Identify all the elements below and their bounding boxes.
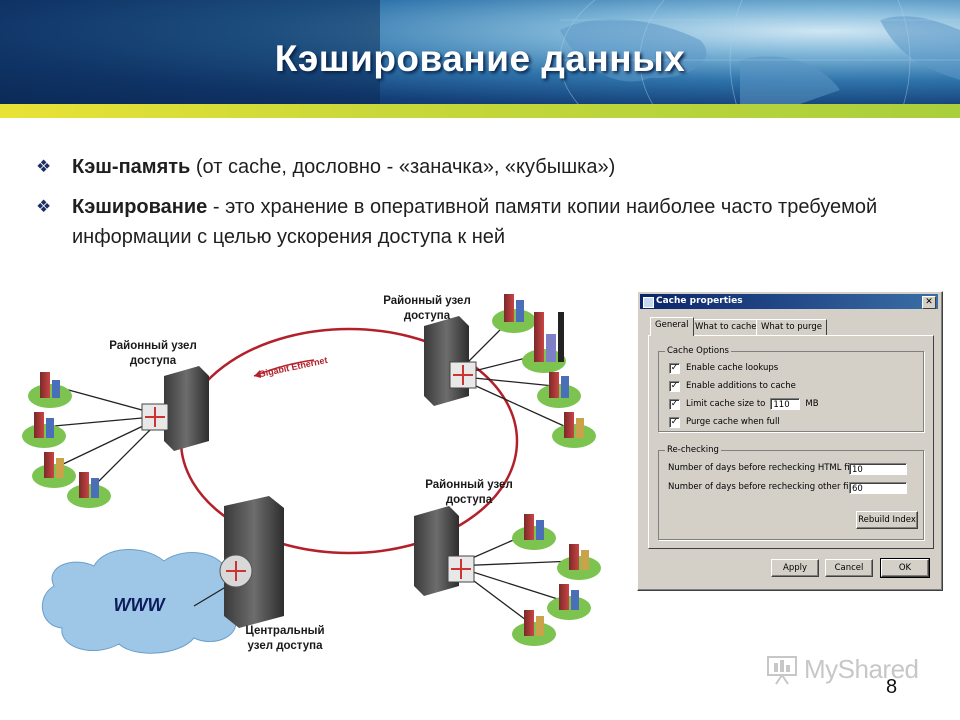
diamond-bullet-icon: ❖ [36,157,52,176]
buildings-bottom-right [512,514,601,646]
other-days-row: Number of days before rechecking other f… [668,480,861,494]
cancel-button[interactable]: Cancel [825,559,873,577]
tab-general[interactable]: General [650,317,694,336]
network-diagram: Gigabit Ethernet WWW [22,294,601,654]
bullet-term: Кэширование [72,196,208,218]
buildings-left [22,372,111,508]
other-days-input[interactable]: 60 [849,482,907,494]
enable-additions-label: Enable additions to cache [686,381,796,391]
limit-size-label: Limit cache size to [686,399,766,409]
presentation-icon [767,655,797,685]
ok-button[interactable]: OK [880,558,930,578]
cloud-label: WWW [114,595,167,615]
cache-properties-dialog: Cache properties ✕ General What to cache… [637,291,943,591]
server-bottom-right [414,506,475,596]
enable-additions-checkbox[interactable]: ✓ [669,380,680,392]
enable-lookups-label: Enable cache lookups [686,363,779,373]
bullet-term: Кэш-память [72,156,191,178]
rebuild-index-button[interactable]: Rebuild Index [856,511,918,529]
watermark: MyShared [766,654,919,685]
title-banner: Кэширование данных [0,0,960,104]
limit-size-row[interactable]: ✓ Limit cache size to 110 MB [669,397,819,411]
general-tab-panel: Cache Options ✓ Enable cache lookups ✓ E… [648,335,934,549]
rechecking-label: Re-checking [665,444,721,456]
bullet-caching: ❖ Кэширование - это хранение в оперативн… [36,192,922,252]
www-cloud: WWW [41,549,251,654]
window-icon [643,297,654,308]
limit-size-input[interactable]: 110 [770,398,801,410]
enable-lookups-row[interactable]: ✓ Enable cache lookups [669,361,778,375]
cache-options-group: Cache Options [658,345,924,432]
html-days-row: Number of days before rechecking HTML fi… [668,461,862,475]
html-days-label: Number of days before rechecking HTML fi… [668,463,862,473]
tab-what-to-purge[interactable]: What to purge [756,319,828,335]
dialog-title: Cache properties [656,296,743,306]
server-central [219,496,284,628]
purge-when-full-label: Purge cache when full [686,417,780,427]
page-number: 8 [886,676,898,698]
buildings-top-right [492,294,596,448]
close-icon[interactable]: ✕ [922,296,936,309]
rechecking-group: Re-checking [658,444,924,540]
other-days-label: Number of days before rechecking other f… [668,482,861,492]
enable-lookups-checkbox[interactable]: ✓ [669,362,680,374]
apply-button[interactable]: Apply [771,559,819,577]
bullet-text: (от cache, дословно - «заначка», «кубышк… [190,156,616,178]
slide-title: Кэширование данных [274,38,686,79]
dialog-titlebar[interactable]: Cache properties ✕ [640,294,938,309]
tab-what-to-cache[interactable]: What to cache [690,319,762,335]
limit-unit-label: MB [805,399,819,409]
bullet-text: - это хранение в оперативной памяти копи… [72,196,878,248]
diamond-bullet-icon: ❖ [36,197,52,216]
ring-label: Gigabit Ethernet [258,355,329,379]
html-days-input[interactable]: 10 [849,463,907,475]
purge-when-full-row[interactable]: ✓ Purge cache when full [669,415,780,429]
enable-additions-row[interactable]: ✓ Enable additions to cache [669,379,796,393]
title-stripe [0,104,960,118]
limit-size-checkbox[interactable]: ✓ [669,398,680,410]
purge-when-full-checkbox[interactable]: ✓ [669,416,680,428]
cache-options-label: Cache Options [665,345,731,357]
server-top-right [424,316,477,406]
bullet-cache-memory: ❖ Кэш-память (от cache, дословно - «зана… [36,152,922,182]
server-left [141,366,209,451]
watermark-text: MyShared [804,654,919,684]
globe-background-image [0,0,960,104]
